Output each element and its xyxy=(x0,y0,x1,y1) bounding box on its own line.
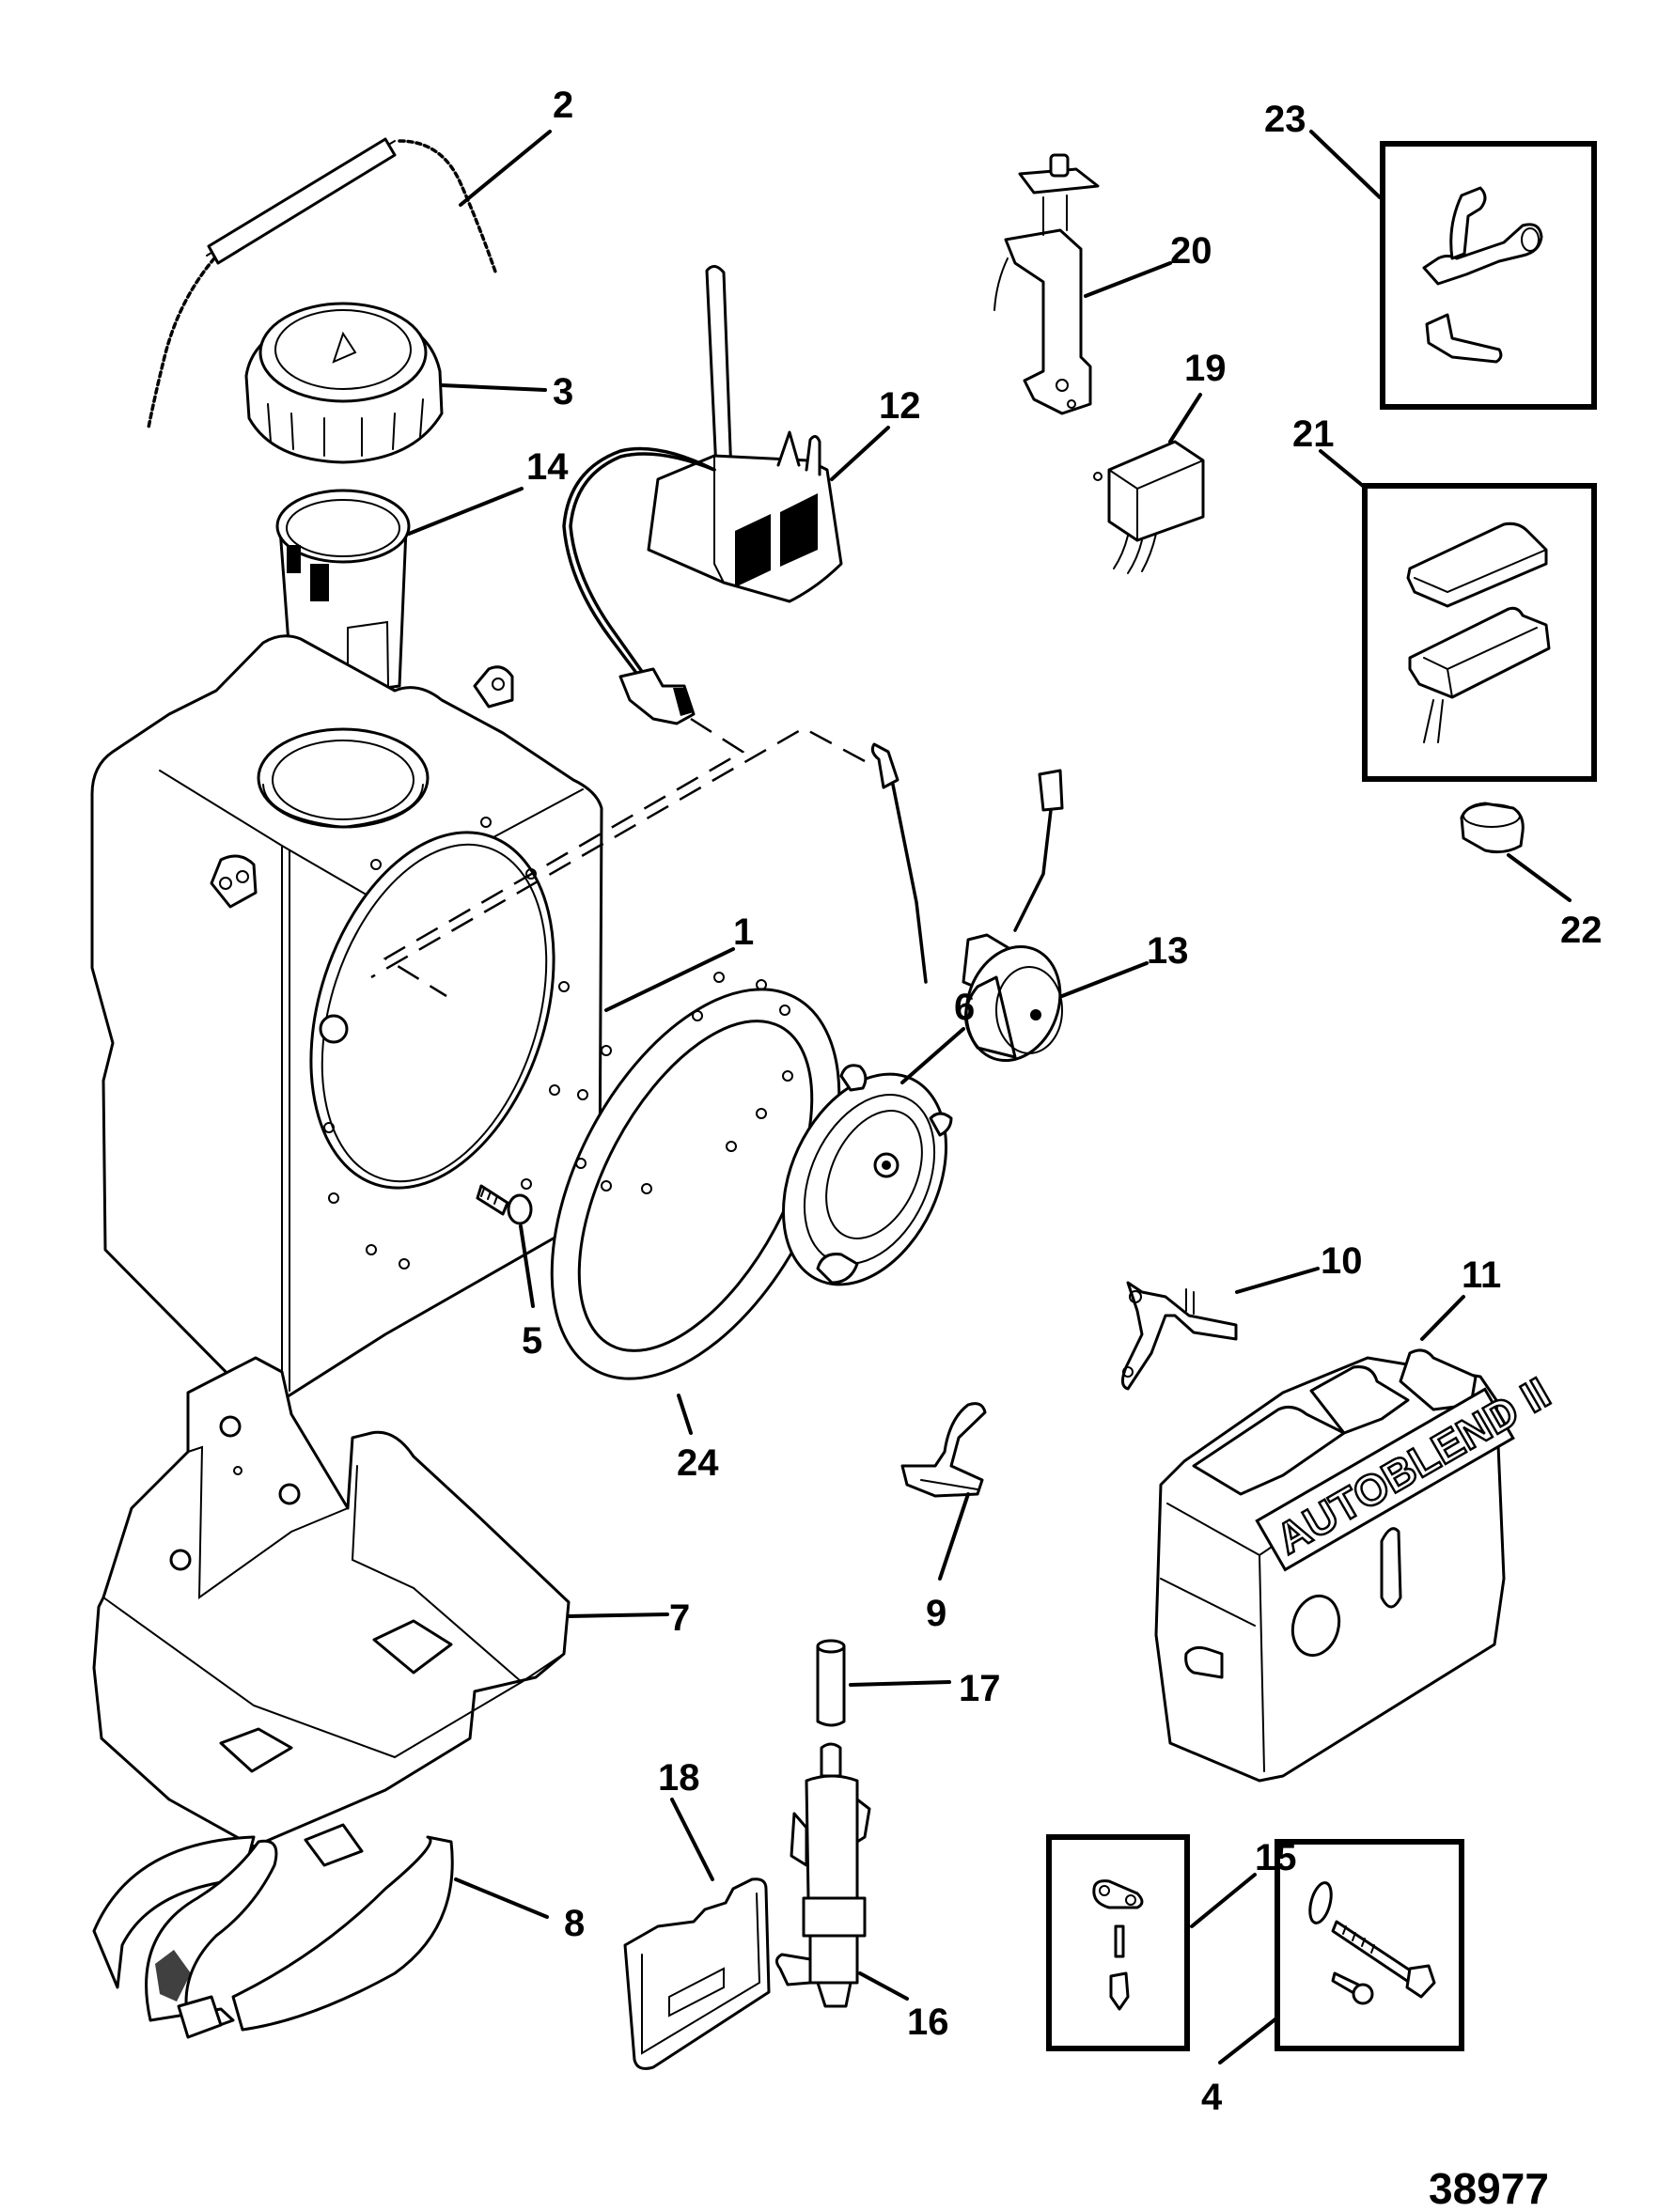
callout-15: 15 xyxy=(1255,1837,1297,1878)
assembly-line-sensor-to-tank xyxy=(383,717,745,998)
part-1-oil-tank xyxy=(90,634,603,1405)
leader-13 xyxy=(1060,961,1149,998)
leader-9 xyxy=(938,1492,970,1581)
callout-22: 22 xyxy=(1560,910,1603,951)
part-5-screw xyxy=(476,1184,533,1225)
callout-3: 3 xyxy=(553,371,573,413)
callout-17: 17 xyxy=(959,1668,1001,1709)
part-18-retainer-plate xyxy=(623,1877,771,2070)
callout-7: 7 xyxy=(669,1597,690,1639)
callout-19: 19 xyxy=(1184,348,1227,389)
callout-13: 13 xyxy=(1147,930,1189,972)
assembly-line-horn-to-tank xyxy=(370,726,866,979)
part-4-hardware-kit-box xyxy=(1275,1839,1464,2051)
leader-7 xyxy=(567,1612,669,1618)
part-20-switch-bracket-assembly xyxy=(993,153,1100,415)
leader-11 xyxy=(1420,1295,1465,1341)
part-8-hold-down-strap xyxy=(92,1823,454,2039)
callout-14: 14 xyxy=(526,446,569,488)
leader-18 xyxy=(670,1798,714,1881)
callout-20: 20 xyxy=(1170,230,1212,272)
callout-6: 6 xyxy=(954,987,975,1028)
callout-4: 4 xyxy=(1201,2077,1223,2118)
leader-1 xyxy=(604,947,735,1012)
callout-5: 5 xyxy=(522,1320,542,1362)
leader-3 xyxy=(440,383,547,392)
part-23-bracket-kit-box xyxy=(1380,141,1597,410)
callout-11: 11 xyxy=(1462,1254,1501,1296)
callout-9: 9 xyxy=(926,1593,946,1634)
leader-20 xyxy=(1084,261,1172,298)
callout-8: 8 xyxy=(564,1903,585,1944)
callout-21: 21 xyxy=(1292,413,1335,455)
part-10-bracket xyxy=(1121,1281,1238,1391)
leader-5 xyxy=(519,1224,535,1308)
part-2-retainer-cord xyxy=(147,137,498,429)
figure-number: 38977 xyxy=(1429,2164,1549,2212)
part-21-switch-boot-kit-box xyxy=(1362,483,1597,782)
leader-21 xyxy=(1319,449,1365,488)
leader-15 xyxy=(1190,1873,1257,1928)
part-11-cover: AUTOBLEND II xyxy=(1154,1348,1559,1783)
leader-12 xyxy=(830,426,890,481)
part-7-mounting-tray xyxy=(92,1356,571,1848)
leader-10 xyxy=(1235,1267,1320,1294)
callout-2: 2 xyxy=(553,85,573,126)
leader-6 xyxy=(900,1027,965,1084)
callout-1: 1 xyxy=(733,911,754,953)
callout-24: 24 xyxy=(677,1442,719,1484)
leader-14 xyxy=(407,487,524,536)
callout-16: 16 xyxy=(907,2002,949,2043)
leader-lines xyxy=(407,130,1572,2064)
leader-23 xyxy=(1309,130,1382,199)
callout-labels: 1 2 3 4 5 6 7 8 9 10 11 12 13 14 15 16 1… xyxy=(522,85,1603,2118)
callout-12: 12 xyxy=(879,385,921,427)
part-15-fitting-kit-box xyxy=(1046,1834,1190,2051)
part-16-pickup-fitting xyxy=(775,1742,871,2008)
leader-8 xyxy=(454,1877,549,1919)
leader-19 xyxy=(1168,393,1202,444)
part-24-gasket xyxy=(550,972,841,1380)
part-22-plug xyxy=(1460,802,1525,854)
part-6-diaphragm xyxy=(781,1064,953,1286)
part-9-clip xyxy=(900,1402,987,1498)
part-17-hose-sleeve xyxy=(816,1639,846,1727)
leader-4 xyxy=(1218,2017,1278,2064)
callout-10: 10 xyxy=(1321,1240,1363,1282)
callout-23: 23 xyxy=(1264,99,1306,140)
part-13-warning-horn-sensor xyxy=(870,742,1064,1063)
leader-22 xyxy=(1507,853,1572,902)
callout-18: 18 xyxy=(658,1757,700,1799)
part-19-relay xyxy=(1093,440,1205,574)
part-14-filler-strainer xyxy=(275,489,411,696)
leader-16 xyxy=(858,1971,909,2001)
leader-2 xyxy=(459,130,552,207)
part-12-sensor-module xyxy=(562,265,843,725)
leader-24 xyxy=(677,1394,693,1435)
leader-17 xyxy=(849,1680,951,1687)
part-3-filler-cap xyxy=(244,302,444,464)
